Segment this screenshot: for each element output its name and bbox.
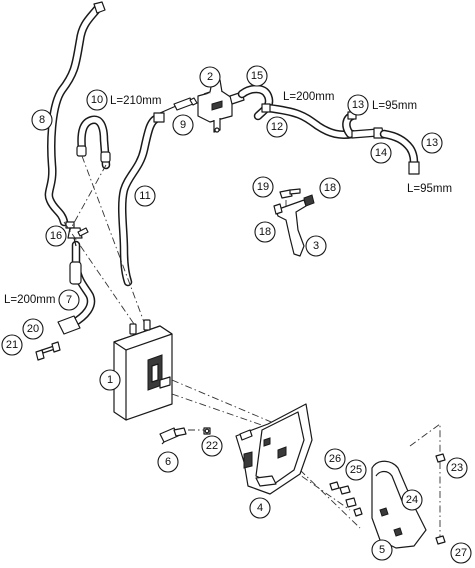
callout: 22 — [201, 435, 223, 457]
callout: 4 — [249, 497, 271, 519]
callout-number: 19 — [257, 181, 269, 193]
callout: 12 — [266, 116, 288, 138]
callout-number: 10 — [91, 94, 103, 106]
callout: 23 — [446, 457, 468, 479]
callout: 24 — [401, 489, 423, 511]
hose-8-drawing — [44, 1, 106, 227]
callout-number: 5 — [379, 544, 385, 556]
callout: 15 — [246, 65, 268, 87]
length-label: L=95mm — [372, 100, 417, 112]
callout-number: 16 — [50, 230, 62, 242]
length-label: L=200mm — [283, 91, 334, 103]
callout: 14 — [370, 142, 392, 164]
callout-number: 6 — [165, 456, 171, 468]
callout: 8 — [31, 109, 53, 131]
callout-number: 8 — [39, 114, 45, 126]
callout-number: 14 — [375, 147, 387, 159]
callout-number: 15 — [251, 70, 263, 82]
callout-number: 25 — [350, 464, 362, 476]
callout-number: 3 — [313, 240, 319, 252]
callout: 6 — [157, 451, 179, 473]
hose-11-drawing — [117, 112, 165, 287]
callout: 1 — [99, 369, 121, 391]
connector-6-drawing — [159, 427, 211, 445]
hose-12-drawing — [261, 103, 357, 139]
canister-1-drawing — [113, 319, 173, 421]
callout: 13 — [347, 94, 369, 116]
callout-number: 18 — [259, 226, 271, 238]
bracket-3-drawing — [273, 188, 315, 257]
callout-number: 24 — [406, 494, 418, 506]
callout: 27 — [450, 542, 472, 564]
callout-number: 4 — [257, 502, 263, 514]
callout: 18 — [319, 177, 341, 199]
callout-number: 22 — [206, 440, 218, 452]
callout: 18 — [254, 221, 276, 243]
callout: 25 — [345, 459, 367, 481]
callout-number: 26 — [329, 453, 341, 465]
screw-21-drawing — [35, 341, 61, 361]
callout: 10 — [86, 89, 108, 111]
callout: 3 — [305, 235, 327, 257]
hose-loop-drawing — [76, 115, 111, 170]
callout: 20 — [22, 318, 44, 340]
length-label: L=200mm — [4, 294, 55, 306]
callout: 9 — [172, 114, 194, 136]
callout: 13 — [421, 132, 443, 154]
callout-number: 21 — [6, 339, 18, 351]
callout: 2 — [199, 66, 221, 88]
plate-5-drawing — [371, 460, 427, 549]
callout-number: 1 — [107, 374, 113, 386]
callout-number: 13 — [352, 99, 364, 111]
guide-lines — [63, 155, 441, 540]
callout-number: 7 — [66, 294, 72, 306]
length-label: L=210mm — [110, 95, 161, 107]
callout: 16 — [45, 225, 67, 247]
callout: 26 — [324, 448, 346, 470]
callout: 7 — [58, 289, 80, 311]
callout-number: 23 — [451, 462, 463, 474]
callout-number: 27 — [455, 547, 467, 559]
callout-number: 12 — [271, 121, 283, 133]
length-label: L=95mm — [407, 183, 452, 195]
callout-number: 9 — [180, 119, 186, 131]
t-piece-14-drawing — [342, 111, 420, 175]
callout: 5 — [371, 539, 393, 561]
holder-4-drawing — [235, 403, 313, 495]
callout: 21 — [1, 334, 23, 356]
t-piece-16-drawing — [65, 221, 89, 247]
callout-number: 2 — [207, 71, 213, 83]
callout-number: 11 — [139, 190, 150, 202]
callout-number: 13 — [426, 137, 438, 149]
callout-number: 18 — [324, 182, 336, 194]
callout: 19 — [252, 176, 274, 198]
hose-7-drawing — [57, 240, 96, 335]
callout: 11 — [134, 185, 156, 207]
callout-number: 20 — [27, 323, 39, 335]
